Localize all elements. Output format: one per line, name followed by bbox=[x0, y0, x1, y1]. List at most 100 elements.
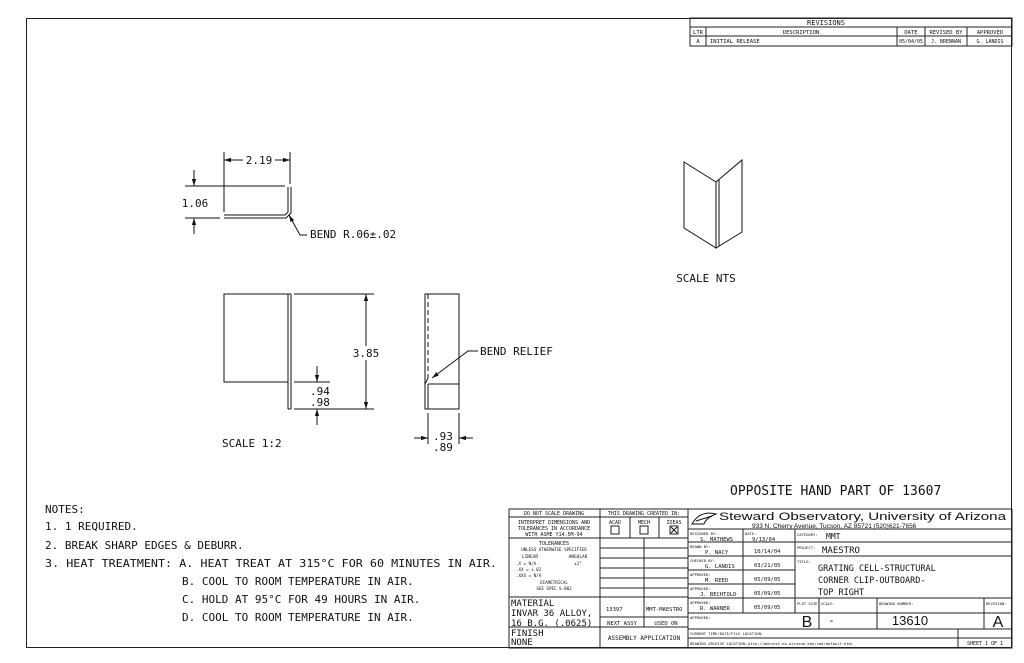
top-height-dim: 1.06 bbox=[182, 197, 209, 210]
used-on-value: MMT-MAESTRO bbox=[646, 607, 682, 613]
rev-header-revised-by: REVISED BY bbox=[929, 30, 963, 36]
approved-1: M. REED bbox=[705, 578, 728, 584]
note-3b: B. COOL TO ROOM TEMPERATURE IN AIR. bbox=[182, 575, 414, 588]
assembly-application: ASSEMBLY APPLICATION bbox=[608, 635, 681, 642]
project-value: MAESTRO bbox=[822, 546, 860, 556]
tol-x: .X = N/A bbox=[516, 561, 537, 566]
tol-angle: ±1° bbox=[574, 561, 582, 566]
top-width-dim: 2.19 bbox=[246, 154, 273, 167]
category-label: CATEGORY: bbox=[797, 532, 818, 537]
flange-dim-a: .93 bbox=[433, 430, 453, 443]
do-not-scale: DO NOT SCALE DRAWING bbox=[524, 511, 584, 517]
approved-label-4: APPROVED: bbox=[690, 615, 711, 620]
front-view bbox=[224, 294, 374, 425]
rev-row-ltr: A bbox=[696, 39, 700, 45]
rev-header-date: DATE bbox=[904, 30, 917, 36]
revision-value: A bbox=[993, 614, 1004, 631]
rev-row-revised-by: J. BRENNAN bbox=[931, 39, 961, 45]
note-1: 1. 1 REQUIRED. bbox=[45, 520, 138, 533]
ideas-checked-icon bbox=[671, 527, 677, 533]
designed-date: 9/13/04 bbox=[752, 537, 776, 543]
relief-dim-a: .94 bbox=[310, 385, 330, 398]
note-3a: 3. HEAT TREATMENT: A. HEAT TREAT AT 315°… bbox=[45, 557, 497, 570]
flange-dim-b: .89 bbox=[433, 441, 453, 454]
archive-label: DRAWING ARCHIVE LOCATION: bbox=[690, 641, 747, 646]
height-dim: 3.85 bbox=[353, 347, 380, 360]
interpret-3: WITH ASME Y14.5M-94 bbox=[525, 532, 582, 538]
revisions-block bbox=[690, 18, 1012, 46]
approved-label-1: APPROVED: bbox=[690, 572, 711, 577]
relief-dim-b: .98 bbox=[310, 396, 330, 409]
see-spec: SEE SPEC S-002 bbox=[536, 586, 572, 591]
next-assy-label: NEXT ASSY bbox=[607, 621, 637, 627]
sheet-number: SHEET 1 OF 1 bbox=[967, 641, 1003, 647]
iso-view bbox=[683, 158, 743, 249]
unless-specified: UNLESS OTHERWISE SPECIFIED bbox=[521, 547, 587, 552]
cad-ideas: IDEAS bbox=[666, 520, 681, 526]
approved-3-date: 05/09/05 bbox=[754, 605, 781, 611]
archive-location: http://mmtinst.as.arizona.edu/cad/defaul… bbox=[748, 641, 853, 646]
scale-value: - bbox=[828, 614, 835, 627]
revisions-title: REVISIONS bbox=[807, 19, 845, 27]
title-block bbox=[509, 509, 1012, 648]
organization-name: Steward Observatory, University of Arizo… bbox=[719, 511, 1007, 523]
material-label: MATERIAL bbox=[511, 599, 554, 609]
rev-header-ltr: LTR bbox=[693, 30, 704, 36]
note-3c: C. HOLD AT 95°C FOR 49 HOURS IN AIR. bbox=[182, 593, 420, 606]
date-label: DATE: bbox=[745, 531, 756, 536]
interpret-2: TOLERANCES IN ACCORDANCE bbox=[518, 526, 590, 532]
next-assy-value: 13397 bbox=[606, 607, 623, 613]
notes-title: NOTES: bbox=[45, 503, 85, 516]
linear-label: LINEAR bbox=[522, 554, 539, 560]
title-line-1: GRATING CELL-STRUCTURAL bbox=[818, 564, 936, 574]
interpret-1: INTERPRET DIMENSIONS AND bbox=[518, 520, 590, 526]
created-in: THIS DRAWING CREATED IN: bbox=[608, 511, 680, 517]
cad-acad: ACAD bbox=[609, 520, 621, 526]
approved-label-3: APPROVED: bbox=[690, 600, 711, 605]
checked-date: 03/21/05 bbox=[754, 563, 781, 569]
tol-xx: .XX = ±.02 bbox=[516, 567, 542, 572]
top-width-mask bbox=[243, 154, 275, 166]
plot-size-value: B bbox=[802, 614, 813, 631]
rev-row-approved: G. LANDIS bbox=[976, 39, 1003, 45]
title-line-2: CORNER CLIP-OUTBOARD- bbox=[818, 576, 925, 586]
rev-header-description: DESCRIPTION bbox=[783, 30, 819, 36]
bend-note: BEND R.06±.02 bbox=[310, 228, 396, 241]
top-view bbox=[185, 152, 307, 235]
drawn-date: 10/14/04 bbox=[754, 549, 781, 555]
rev-row-description: INITIAL RELEASE bbox=[710, 39, 760, 45]
rev-header-approved: APPROVED bbox=[977, 30, 1004, 36]
checked-by: G. LANDIS bbox=[705, 564, 735, 570]
material-line-2: 16 B.G. (.0625) bbox=[511, 619, 592, 629]
rev-row-date: 05/04/05 bbox=[899, 39, 923, 45]
category-value: MMT bbox=[826, 532, 841, 541]
drawing-number-label: DRAWING NUMBER: bbox=[879, 601, 913, 606]
plot-size-label: PLOT SIZE bbox=[797, 601, 818, 606]
current-time-label: CURRENT TIME/DATE/FILE LOCATION: bbox=[690, 631, 763, 636]
approved-1-date: 05/09/05 bbox=[754, 577, 781, 583]
diametrical: DIAMETRICAL bbox=[540, 580, 568, 585]
approved-2: J. BECHTOLD bbox=[700, 592, 736, 598]
finish-label: FINISH bbox=[511, 629, 544, 639]
designed-by-label: DESIGNED BY: bbox=[690, 531, 717, 536]
organization-address: 933 N. Cherry Avenue, Tucson, AZ 85721 (… bbox=[752, 523, 917, 530]
approved-3: R. WARNER bbox=[700, 606, 730, 612]
scale-label: SCALE: bbox=[821, 601, 835, 606]
approved-label-2: APPROVED: bbox=[690, 586, 711, 591]
revision-label: REVISION: bbox=[986, 601, 1007, 606]
title-line-3: TOP RIGHT bbox=[818, 588, 864, 598]
note-3d: D. COOL TO ROOM TEMPERATURE IN AIR. bbox=[182, 611, 414, 624]
checked-by-label: CHECKED BY: bbox=[690, 558, 715, 563]
opposite-hand-note: OPPOSITE HAND PART OF 13607 bbox=[730, 484, 941, 499]
side-view bbox=[414, 294, 478, 444]
height-dim-mask bbox=[350, 346, 384, 360]
scale-iso: SCALE NTS bbox=[676, 272, 736, 285]
approved-2-date: 05/09/05 bbox=[754, 591, 781, 597]
angular-label: ANGULAR bbox=[569, 554, 588, 560]
used-on-label: USED ON bbox=[654, 621, 677, 627]
designed-by: S. MATHEWS bbox=[700, 537, 733, 543]
finish-value: NONE bbox=[511, 638, 533, 648]
tol-xxx: .XXX = N/A bbox=[516, 573, 542, 578]
note-2: 2. BREAK SHARP EDGES & DEBURR. bbox=[45, 539, 244, 552]
